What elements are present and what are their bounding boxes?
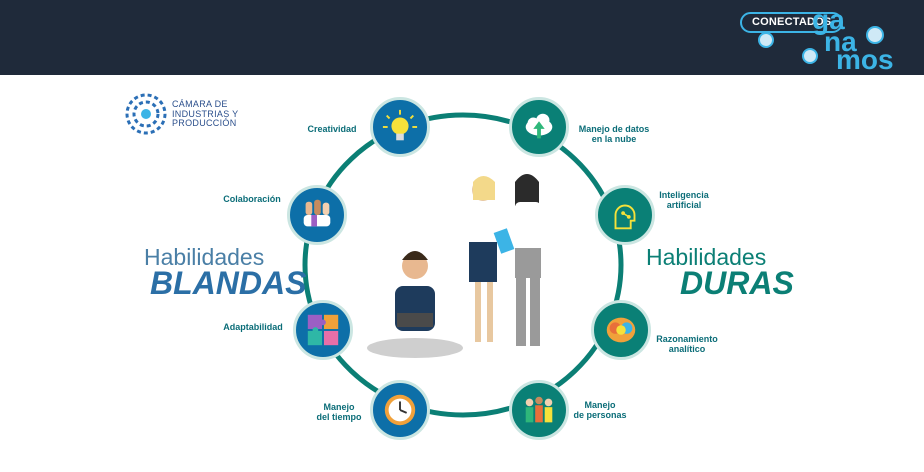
people-illustration	[367, 174, 541, 358]
manejo-datos-label: Manejo de datos en la nube	[572, 124, 656, 144]
colaboracion-circle	[287, 185, 347, 245]
creatividad-label: Creatividad	[307, 124, 357, 134]
manejo-personas-line2: de personas	[573, 410, 627, 420]
camara-line2: INDUSTRIAS Y	[172, 108, 239, 119]
camara-emblem-icon	[125, 93, 167, 135]
manejo-datos-line2: en la nube	[591, 134, 637, 144]
manejo-personas-line1: Manejo	[584, 400, 616, 410]
clock-icon	[384, 394, 416, 426]
logo-pill-text: CONECTADOS	[740, 12, 844, 33]
manejo-datos-circle	[509, 97, 569, 157]
hands-icon	[303, 199, 331, 227]
logo-dot-icon	[802, 48, 818, 64]
razonamiento-line1: Razonamiento	[656, 334, 718, 344]
manejo-tiempo-circle	[370, 380, 430, 440]
manejo-datos-line1: Manejo de datos	[578, 124, 650, 134]
manejo-personas-circle	[509, 380, 569, 440]
manejo-tiempo-label: Manejo del tiempo	[312, 402, 366, 422]
camara-line1: CÁMARA DE	[172, 99, 228, 109]
inteligencia-label: Inteligencia artificial	[654, 190, 714, 210]
cloud-upload-icon	[525, 113, 553, 139]
puzzle-icon	[307, 314, 339, 346]
logo-text-line3: mos	[836, 44, 894, 75]
inteligencia-circle	[595, 185, 655, 245]
conectados-ganamos-logo: CONECTADOS ga na mos	[740, 4, 894, 74]
creatividad-circle	[370, 97, 430, 157]
inteligencia-line1: Inteligencia	[659, 190, 709, 200]
top-header-bar: CONECTADOS ga na mos	[0, 0, 924, 75]
razonamiento-line2: analítico	[668, 344, 706, 354]
people-icon	[525, 396, 553, 423]
brain-icon	[606, 317, 636, 343]
razonamiento-circle	[591, 300, 651, 360]
colaboracion-label: Colaboración	[223, 194, 281, 204]
lightbulb-icon	[382, 109, 418, 141]
ai-head-icon	[614, 204, 636, 230]
hard-skills-title: Habilidades	[646, 244, 767, 270]
logo-dot-icon	[758, 32, 774, 48]
logo-dot-icon	[866, 26, 884, 44]
logo-text-line1: ga	[812, 4, 845, 35]
inteligencia-line2: artificial	[666, 200, 702, 210]
razonamiento-label: Razonamiento analítico	[654, 334, 720, 354]
hard-skills-big: DURAS	[680, 265, 794, 301]
camara-line3: PRODUCCIÓN	[172, 118, 237, 128]
adaptabilidad-label: Adaptabilidad	[223, 322, 283, 332]
soft-skills-title: Habilidades	[144, 244, 265, 270]
manejo-personas-label: Manejo de personas	[570, 400, 630, 420]
camara-text: CÁMARA DE INDUSTRIAS Y PRODUCCIÓN	[172, 99, 239, 129]
manejo-tiempo-line2: del tiempo	[316, 412, 362, 422]
soft-skills-big: BLANDAS	[150, 265, 307, 301]
manejo-tiempo-line1: Manejo	[323, 402, 355, 412]
adaptabilidad-circle	[293, 300, 353, 360]
camara-logo: CÁMARA DE INDUSTRIAS Y PRODUCCIÓN	[124, 92, 264, 140]
logo-text-line2: na	[824, 26, 857, 57]
